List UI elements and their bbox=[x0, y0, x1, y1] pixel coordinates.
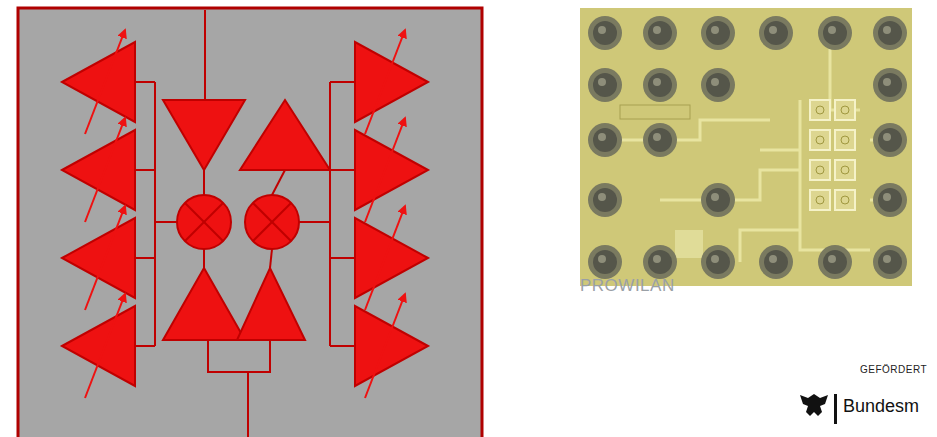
chip-name: PROWILAN bbox=[580, 276, 675, 296]
variable-amplifier bbox=[355, 306, 428, 386]
gain-arrow bbox=[365, 30, 405, 134]
signal-wire bbox=[272, 170, 285, 195]
signal-wire bbox=[330, 257, 355, 259]
amplifier bbox=[240, 100, 330, 170]
amplifier bbox=[163, 100, 245, 170]
signal-wire bbox=[330, 81, 355, 83]
variable-amplifier bbox=[62, 42, 135, 122]
mixer-symbol bbox=[245, 195, 299, 249]
signal-wire bbox=[247, 372, 249, 437]
signal-wire bbox=[185, 203, 223, 241]
signal-wire bbox=[135, 81, 155, 83]
funding-note: GEFÖRDERT bbox=[860, 364, 927, 375]
gain-arrow bbox=[85, 206, 125, 310]
signal-wire bbox=[135, 257, 155, 259]
signal-wire bbox=[253, 203, 291, 241]
eagle-logo bbox=[800, 394, 837, 424]
signal-wire bbox=[270, 249, 272, 268]
gain-arrow bbox=[365, 118, 405, 222]
ministry-name: Bundesm bbox=[843, 396, 919, 417]
gain-arrow bbox=[85, 294, 125, 398]
signal-wire bbox=[299, 221, 330, 223]
signal-wire bbox=[135, 345, 155, 347]
variable-amplifier bbox=[62, 218, 135, 298]
variable-amplifier bbox=[62, 306, 135, 386]
amplifier bbox=[237, 268, 305, 340]
variable-amplifier bbox=[355, 130, 428, 210]
signal-wire bbox=[203, 170, 205, 195]
signal-wire bbox=[185, 203, 223, 241]
signal-wire bbox=[154, 82, 156, 346]
signal-wire bbox=[330, 345, 355, 347]
signal-wire bbox=[330, 169, 355, 171]
signal-wire bbox=[329, 82, 331, 346]
signal-wire bbox=[135, 169, 155, 171]
mixer-symbol bbox=[177, 195, 231, 249]
variable-amplifier bbox=[355, 42, 428, 122]
gain-arrow bbox=[365, 206, 405, 310]
block-panel bbox=[18, 8, 482, 437]
signal-wire bbox=[253, 203, 291, 241]
chip-photo bbox=[580, 8, 912, 286]
gain-arrow bbox=[85, 30, 125, 134]
gain-arrow bbox=[365, 294, 405, 398]
signal-wire bbox=[203, 249, 205, 268]
signal-wire bbox=[208, 340, 270, 372]
block-diagram bbox=[62, 10, 428, 437]
signal-wire bbox=[155, 221, 177, 223]
variable-amplifier bbox=[62, 130, 135, 210]
gain-arrow bbox=[85, 118, 125, 222]
amplifier bbox=[163, 268, 245, 340]
variable-amplifier bbox=[355, 218, 428, 298]
signal-wire bbox=[204, 10, 206, 100]
